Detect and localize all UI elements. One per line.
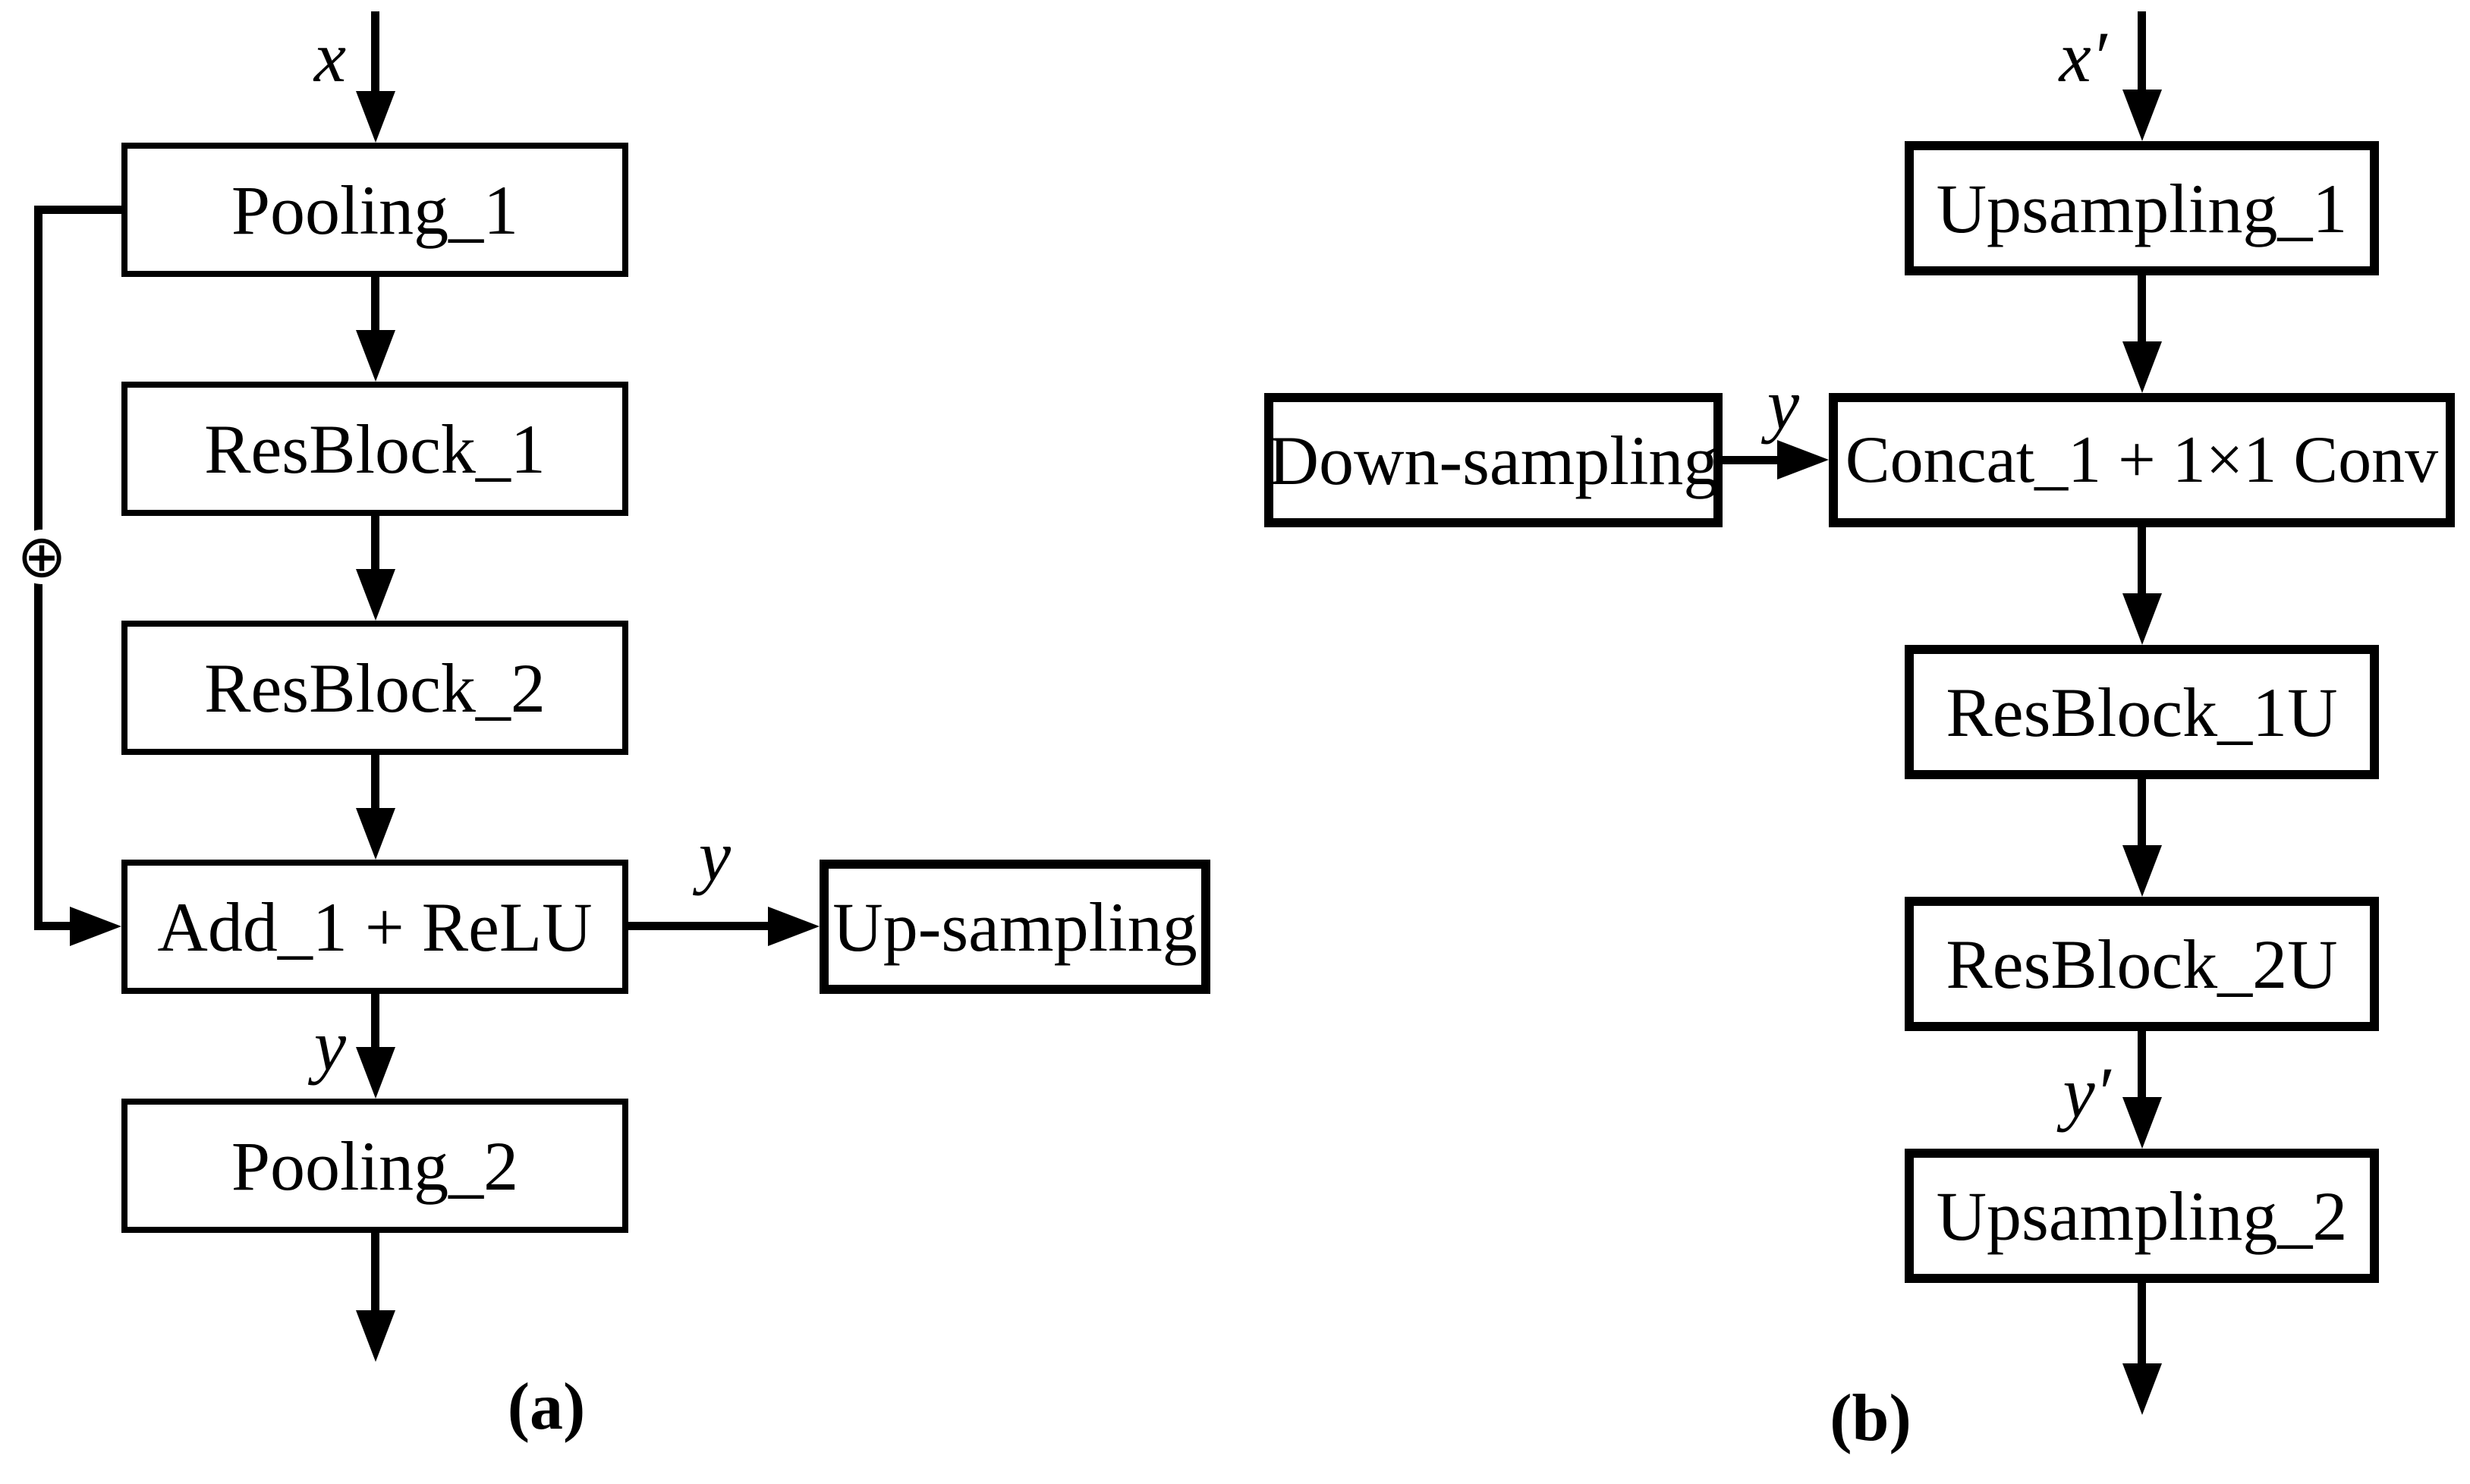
panel-a-side-arrow-shaft: [628, 922, 777, 930]
node-pooling-2-label: Pooling_2: [231, 1127, 519, 1205]
node-upsampling-2: Upsampling_2: [1905, 1149, 2379, 1283]
panel-b-arrow-3-shaft: [2138, 779, 2146, 848]
panel-b-side-arrowhead-icon: [1777, 440, 1829, 479]
panel-a-output-arrow-shaft: [371, 1233, 379, 1313]
node-resblock-1u: ResBlock_1U: [1905, 645, 2379, 779]
panel-a-edge-label-y-down: y: [313, 1005, 347, 1086]
node-down-sampling: Down-sampling: [1264, 393, 1723, 527]
panel-a-arrow-4-head-icon: [356, 1047, 395, 1099]
panel-a-caption: (a): [507, 1370, 586, 1444]
panel-b-arrow-2-shaft: [2138, 527, 2146, 596]
panel-b-side-arrow-shaft: [1723, 456, 1780, 464]
panel-a-input-arrow-shaft: [371, 11, 379, 95]
panel-a-side-arrowhead-icon: [768, 907, 820, 946]
node-add-1-relu-label: Add_1 + ReLU: [157, 888, 593, 966]
panel-a-arrow-1-shaft: [371, 277, 379, 338]
node-upsampling-2-label: Upsampling_2: [1936, 1177, 2348, 1255]
node-resblock-1u-label: ResBlock_1U: [1946, 673, 2338, 751]
node-resblock-2u-label: ResBlock_2U: [1946, 925, 2338, 1003]
skip-connection-top-segment: [34, 206, 121, 214]
panel-a-arrow-1-head-icon: [356, 330, 395, 382]
skip-connection-bottom-segment: [34, 922, 80, 930]
node-concat-1-conv: Concat_1 + 1×1 Conv: [1829, 393, 2455, 527]
panel-a-arrow-2-shaft: [371, 516, 379, 577]
panel-a-input-label: x: [313, 16, 347, 97]
panel-b-input-arrow-shaft: [2138, 11, 2146, 93]
node-pooling-1: Pooling_1: [121, 143, 628, 277]
panel-a-edge-label-y-side: y: [698, 815, 732, 896]
node-add-1-relu: Add_1 + ReLU: [121, 860, 628, 994]
node-resblock-2: ResBlock_2: [121, 621, 628, 755]
panel-b-caption: (b): [1830, 1382, 1911, 1455]
node-resblock-2u: ResBlock_2U: [1905, 897, 2379, 1031]
node-down-sampling-label: Down-sampling: [1268, 421, 1719, 499]
panel-a-arrow-3-head-icon: [356, 808, 395, 860]
panel-b-arrow-4-shaft: [2138, 1031, 2146, 1100]
panel-b-arrow-1-shaft: [2138, 275, 2146, 344]
node-pooling-2: Pooling_2: [121, 1099, 628, 1233]
panel-b-output-arrowhead-icon: [2122, 1363, 2162, 1415]
panel-b-arrow-2-head-icon: [2122, 593, 2162, 645]
node-upsampling-1-label: Upsampling_1: [1936, 169, 2348, 247]
panel-a-input-arrowhead-icon: [356, 91, 395, 143]
panel-a-output-arrowhead-icon: [356, 1310, 395, 1362]
panel-a-arrow-3-shaft: [371, 755, 379, 816]
panel-b-input-arrowhead-icon: [2122, 90, 2162, 141]
node-resblock-2-label: ResBlock_2: [204, 649, 546, 727]
skip-connection-arrowhead-icon: [70, 907, 121, 946]
panel-b-edge-label-y: y: [1767, 363, 1800, 445]
node-up-sampling: Up-sampling: [820, 860, 1210, 994]
panel-a-arrow-4-shaft: [371, 994, 379, 1055]
elementwise-sum-icon: ⊕: [14, 527, 69, 586]
node-resblock-1: ResBlock_1: [121, 382, 628, 516]
node-pooling-1-label: Pooling_1: [231, 171, 519, 249]
panel-b-arrow-3-head-icon: [2122, 845, 2162, 897]
panel-b-input-label: x′: [2059, 16, 2107, 97]
panel-a-arrow-2-head-icon: [356, 569, 395, 621]
panel-b-output-arrow-shaft: [2138, 1283, 2146, 1366]
panel-b-arrow-4-head-icon: [2122, 1097, 2162, 1149]
node-resblock-1-label: ResBlock_1: [204, 410, 546, 488]
node-up-sampling-label: Up-sampling: [832, 888, 1197, 966]
panel-b-arrow-1-head-icon: [2122, 341, 2162, 393]
panel-b-edge-label-y-prime: y′: [2063, 1052, 2111, 1133]
node-upsampling-1: Upsampling_1: [1905, 141, 2379, 275]
node-concat-1-conv-label: Concat_1 + 1×1 Conv: [1845, 423, 2439, 497]
